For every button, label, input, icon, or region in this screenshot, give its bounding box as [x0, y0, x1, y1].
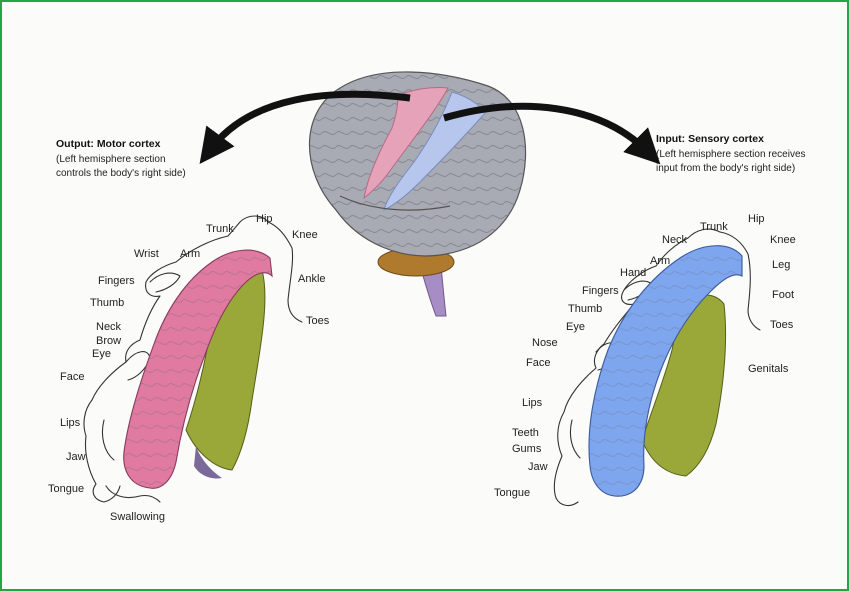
motor-caption: Output: Motor cortex (Left hemisphere se… — [56, 138, 186, 179]
motor-label-thumb: Thumb — [90, 297, 124, 309]
sensory-label-foot: Foot — [772, 289, 794, 301]
motor-label-toes: Toes — [306, 315, 330, 327]
sensory-label-hand: Hand — [620, 267, 646, 279]
motor-title: Output: Motor cortex — [56, 138, 161, 150]
sensory-title: Input: Sensory cortex — [656, 133, 764, 145]
sensory-label-eye: Eye — [566, 321, 585, 333]
sensory-label-thumb: Thumb — [568, 303, 602, 315]
sensory-caption: Input: Sensory cortex (Left hemisphere s… — [656, 133, 806, 174]
sensory-label-toes: Toes — [770, 319, 794, 331]
sensory-caption-line1: (Left hemisphere section receives — [656, 149, 806, 160]
motor-label-lips: Lips — [60, 417, 81, 429]
motor-label-hip: Hip — [256, 213, 273, 225]
motor-label-ankle: Ankle — [298, 273, 326, 285]
sensory-label-neck: Neck — [662, 234, 688, 246]
motor-label-neck: Neck — [96, 321, 122, 333]
sensory-label-face: Face — [526, 357, 550, 369]
motor-label-jaw: Jaw — [66, 451, 86, 463]
sensory-label-knee: Knee — [770, 234, 796, 246]
motor-label-arm: Arm — [180, 248, 200, 260]
motor-label-trunk: Trunk — [206, 223, 234, 235]
sensory-cortex-section — [554, 229, 760, 505]
motor-label-tongue: Tongue — [48, 483, 84, 495]
sensory-label-hip: Hip — [748, 213, 765, 225]
motor-label-knee: Knee — [292, 229, 318, 241]
sensory-label-genitals: Genitals — [748, 363, 789, 375]
motor-caption-line2: controls the body's right side) — [56, 168, 186, 179]
motor-label-swallowing: Swallowing — [110, 511, 165, 523]
motor-label-face: Face — [60, 371, 84, 383]
sensory-label-nose: Nose — [532, 337, 558, 349]
sensory-label-fingers: Fingers — [582, 285, 619, 297]
sensory-label-lips: Lips — [522, 397, 543, 409]
sensory-label-arm: Arm — [650, 255, 670, 267]
motor-homunculus-hand — [150, 273, 180, 292]
motor-label-brow: Brow — [96, 335, 121, 347]
motor-caption-line1: (Left hemisphere section — [56, 154, 166, 165]
sensory-label-trunk: Trunk — [700, 221, 728, 233]
motor-label-eye: Eye — [92, 348, 111, 360]
sensory-label-jaw: Jaw — [528, 461, 548, 473]
sensory-label-leg: Leg — [772, 259, 790, 271]
sensory-label-teeth: Teeth — [512, 427, 539, 439]
motor-label-fingers: Fingers — [98, 275, 135, 287]
sensory-label-gums: Gums — [512, 443, 542, 455]
sensory-label-tongue: Tongue — [494, 487, 530, 499]
motor-label-wrist: Wrist — [134, 248, 159, 260]
sensory-caption-line2: input from the body's right side) — [656, 163, 795, 174]
